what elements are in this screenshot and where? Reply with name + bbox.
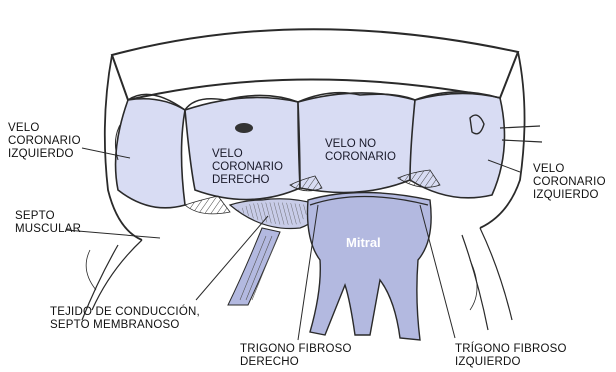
label-mitral: Mitral bbox=[346, 235, 381, 250]
membranous-septum-hatch bbox=[238, 202, 312, 224]
label-velo-coronario-derecho: VELO CORONARIO DERECHO bbox=[212, 148, 283, 187]
label-tejido-conduccion: TEJIDO DE CONDUCCIÓN, SEPTO MEMBRANOSO bbox=[50, 306, 200, 332]
label-velo-no-coronario: VELO NO CORONARIO bbox=[325, 138, 396, 164]
leader-trigono-izq bbox=[420, 205, 455, 338]
coronary-ostium-right bbox=[235, 123, 253, 133]
label-velo-coronario-izquierdo-left: VELO CORONARIO IZQUIERDO bbox=[8, 122, 81, 161]
aortic-wall-band bbox=[112, 29, 518, 100]
right-ventricle-wall bbox=[462, 228, 512, 330]
label-trigono-izquierdo: TRÍGONO FIBROSO IZQUIERDO bbox=[455, 343, 567, 369]
mitral-leaflet bbox=[308, 193, 432, 341]
conduction-tissue bbox=[228, 228, 280, 305]
fibrous-hatch-left bbox=[185, 196, 230, 214]
coronary-artery-left bbox=[500, 126, 542, 142]
label-velo-coronario-izquierdo-right: VELO CORONARIO IZQUIERDO bbox=[533, 163, 606, 202]
label-trigono-derecho: TRIGONO FIBROSO DERECHO bbox=[240, 343, 352, 369]
label-septo-muscular: SEPTO MUSCULAR bbox=[15, 210, 81, 236]
left-coronary-cusp-left bbox=[116, 99, 185, 208]
